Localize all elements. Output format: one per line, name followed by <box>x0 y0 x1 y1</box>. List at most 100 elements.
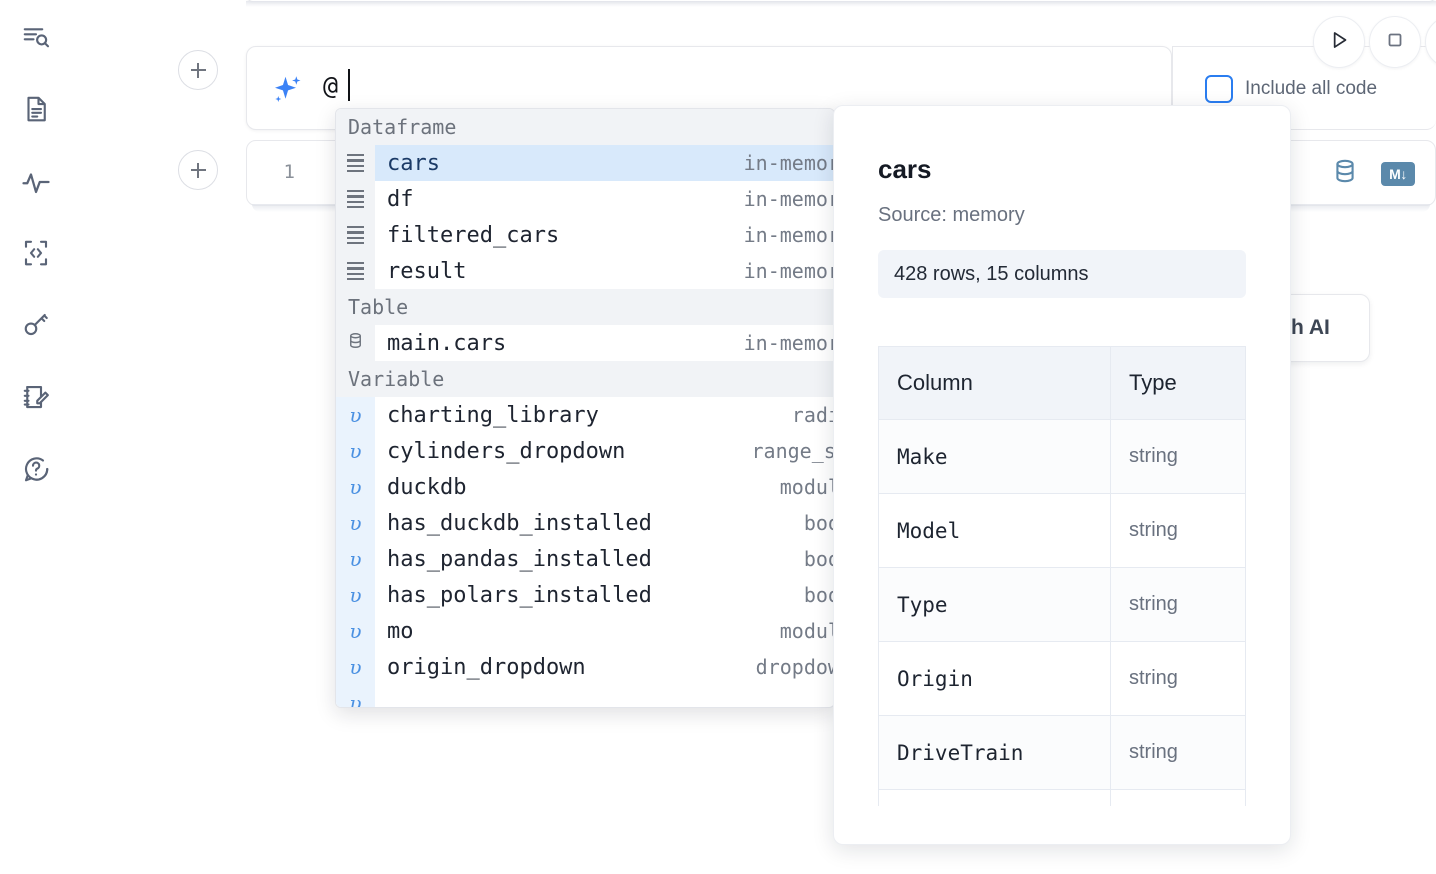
autocomplete-item-name: result <box>375 259 466 284</box>
table-body: MakestringModelstringTypestringOriginstr… <box>878 420 1246 806</box>
autocomplete-item-icon <box>336 181 375 217</box>
table-database-icon <box>346 331 365 355</box>
sidebar-item-snippets[interactable] <box>12 229 60 277</box>
preview-stats-badge: 428 rows, 15 columns <box>878 250 1246 298</box>
preview-title: cars <box>878 154 932 185</box>
variable-icon: υ <box>349 583 361 607</box>
table-header-row: Column Type <box>878 346 1246 420</box>
autocomplete-item-name: has_pandas_installed <box>375 547 652 572</box>
add-cell-button-top[interactable] <box>178 50 218 90</box>
table-cell-column: Model <box>878 494 1111 568</box>
autocomplete-item-name: has_polars_installed <box>375 583 652 608</box>
autocomplete-item[interactable]: υ <box>336 685 834 708</box>
variable-icon: υ <box>349 547 361 571</box>
sidebar-rail <box>0 0 72 874</box>
autocomplete-item-meta: range_slider <box>752 439 836 463</box>
autocomplete-item-name: duckdb <box>375 475 466 500</box>
autocomplete-item-meta: radio <box>792 403 835 427</box>
table-row: Modelstring <box>878 494 1246 568</box>
add-cell-button-bottom[interactable] <box>178 150 218 190</box>
autocomplete-item[interactable]: resultin-memory <box>336 253 834 289</box>
generate-with-ai-button[interactable]: h AI <box>1278 294 1370 362</box>
autocomplete-item[interactable]: υorigin_dropdowndropdown <box>336 649 834 685</box>
generate-with-ai-label: h AI <box>1291 316 1330 340</box>
include-all-code-checkbox[interactable]: Include all code <box>1205 75 1377 103</box>
ai-prompt-input[interactable]: @ <box>323 71 338 100</box>
variable-icon: υ <box>349 475 361 499</box>
autocomplete-item[interactable]: filtered_cars in-memory <box>336 217 834 253</box>
markdown-icon[interactable]: M↓ <box>1381 162 1415 186</box>
column-header-type: Type <box>1129 370 1177 396</box>
variable-icon: υ <box>349 619 361 643</box>
sparkle-icon <box>269 73 305 114</box>
autocomplete-item-icon: υ <box>336 469 375 505</box>
autocomplete-item-icon: υ <box>336 397 375 433</box>
sidebar-item-scratchpad[interactable] <box>12 373 60 421</box>
autocomplete-item-icon: υ <box>336 433 375 469</box>
sidebar-item-outline-search[interactable] <box>12 14 60 62</box>
autocomplete-dropdown[interactable]: Dataframecarsin-memorydfin-memoryfiltere… <box>335 108 835 708</box>
plus-icon <box>191 63 206 78</box>
autocomplete-item-icon <box>336 145 375 181</box>
plus-icon <box>191 163 206 178</box>
autocomplete-group-dataframe: Dataframe <box>336 109 834 145</box>
variable-icon: υ <box>349 439 361 463</box>
table-cell-type: string <box>1111 642 1246 716</box>
autocomplete-item-name: filtered_cars <box>375 223 559 248</box>
autocomplete-item-name: has_duckdb_installed <box>375 511 652 536</box>
autocomplete-item-name: df <box>375 187 414 212</box>
autocomplete-item[interactable]: υhas_polars_installedbool <box>336 577 834 613</box>
play-icon <box>1326 27 1352 58</box>
autocomplete-item-icon: υ <box>336 505 375 541</box>
autocomplete-item[interactable]: υhas_duckdb_installedbool <box>336 505 834 541</box>
table-row: Makestring <box>878 420 1246 494</box>
table-row: DriveTrainstring <box>878 716 1246 790</box>
autocomplete-item-icon: υ <box>336 613 375 649</box>
table-cell-column: Make <box>878 420 1111 494</box>
sidebar-item-files[interactable] <box>12 85 60 133</box>
autocomplete-item-meta: dropdown <box>756 655 835 679</box>
autocomplete-item[interactable]: υduckdb module <box>336 469 834 505</box>
autocomplete-item-icon <box>336 253 375 289</box>
table-row <box>878 790 1246 806</box>
table-cell-type: string <box>1111 568 1246 642</box>
autocomplete-item-icon <box>336 217 375 253</box>
autocomplete-item-meta: in-memory <box>744 223 835 247</box>
autocomplete-group-variable: Variable <box>336 361 834 397</box>
dataframe-preview-panel: cars Source: memory 428 rows, 15 columns… <box>833 105 1291 845</box>
autocomplete-item-meta: module <box>780 475 835 499</box>
sidebar-item-help[interactable] <box>12 445 60 493</box>
outline-search-icon <box>21 23 51 53</box>
stop-button[interactable] <box>1369 16 1421 68</box>
autocomplete-item[interactable]: υ cylinders_dropdown range_slider <box>336 433 834 469</box>
autocomplete-item[interactable]: υcharting_libraryradio <box>336 397 834 433</box>
stop-square-icon <box>1383 28 1407 57</box>
autocomplete-item[interactable]: υmomodule <box>336 613 834 649</box>
dataframe-icon <box>347 190 364 209</box>
sidebar-item-secrets[interactable] <box>12 301 60 349</box>
autocomplete-item[interactable]: carsin-memory <box>336 145 834 181</box>
autocomplete-item-name: origin_dropdown <box>375 655 586 680</box>
autocomplete-item-name: mo <box>375 619 414 644</box>
autocomplete-item-meta: in-memory <box>744 187 835 211</box>
database-icon[interactable] <box>1331 157 1359 190</box>
run-button[interactable] <box>1313 16 1365 68</box>
preview-schema-table: Column Type MakestringModelstringTypestr… <box>878 346 1246 806</box>
table-cell-column: Type <box>878 568 1111 642</box>
table-cell-column <box>878 790 1111 806</box>
autocomplete-item[interactable]: υhas_pandas_installedbool <box>336 541 834 577</box>
dataframe-icon <box>347 226 364 245</box>
help-chat-icon <box>21 454 51 484</box>
autocomplete-item-name: cylinders_dropdown <box>375 439 625 464</box>
cell-above-shadow <box>246 1 1436 7</box>
autocomplete-item[interactable]: main.carsin-memory <box>336 325 834 361</box>
variable-icon: υ <box>349 691 361 708</box>
table-cell-type: string <box>1111 716 1246 790</box>
column-header-column: Column <box>897 370 973 396</box>
sidebar-item-activity[interactable] <box>12 158 60 206</box>
autocomplete-item[interactable]: df in-memory <box>336 181 834 217</box>
autocomplete-item-name: main.cars <box>375 331 506 356</box>
variable-icon: υ <box>349 511 361 535</box>
text-caret <box>348 69 350 101</box>
